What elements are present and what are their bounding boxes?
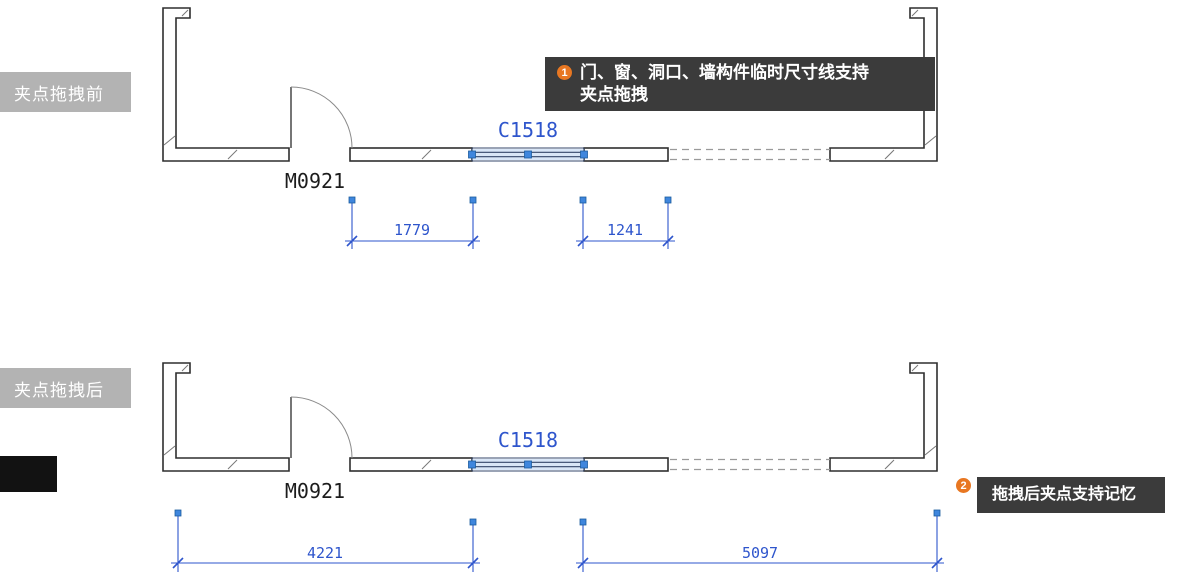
tick-mark xyxy=(346,235,358,247)
walls xyxy=(162,7,938,162)
break-mark xyxy=(227,459,238,470)
dim-value: 4221 xyxy=(307,544,343,562)
tick-mark xyxy=(467,235,479,247)
callout-2: 2 拖拽后夹点支持记忆 xyxy=(956,477,1165,513)
break-mark xyxy=(181,9,189,17)
floorplan-after: M0921 C1518 xyxy=(162,362,944,572)
window: C1518 xyxy=(468,118,588,162)
break-mark xyxy=(181,364,189,372)
window-grip[interactable] xyxy=(580,150,588,159)
dim-value: 5097 xyxy=(742,544,778,562)
door-swing-arc xyxy=(290,86,353,149)
dim-grip[interactable] xyxy=(664,196,672,204)
dim-grip[interactable] xyxy=(469,518,477,526)
dim-grip[interactable] xyxy=(469,196,477,204)
break-mark xyxy=(884,459,895,470)
tick-mark xyxy=(577,235,589,247)
wall-right xyxy=(829,7,938,162)
break-mark xyxy=(163,445,176,456)
dim-grip[interactable] xyxy=(348,196,356,204)
window-grip[interactable] xyxy=(580,460,588,469)
wall-right xyxy=(829,362,938,472)
wall-segment xyxy=(583,457,669,472)
door: M0921 xyxy=(285,86,353,193)
window-label: C1518 xyxy=(498,428,558,452)
wall-segment xyxy=(583,147,669,162)
door: M0921 xyxy=(285,396,353,503)
floorplan-before: M0921 C1518 xyxy=(162,7,938,249)
break-mark xyxy=(911,9,919,17)
label-after: 夹点拖拽后 xyxy=(0,368,131,408)
break-mark xyxy=(911,364,919,372)
window-grip[interactable] xyxy=(524,460,532,469)
window-grip[interactable] xyxy=(468,460,476,469)
label-before: 夹点拖拽前 xyxy=(0,72,131,112)
wall-left xyxy=(162,362,290,472)
dimensions: 4221 5097 xyxy=(171,509,944,572)
break-mark xyxy=(227,149,238,160)
wall-segment xyxy=(349,457,473,472)
door-label: M0921 xyxy=(285,479,345,503)
callout-2-number: 2 xyxy=(956,478,971,493)
window-grip[interactable] xyxy=(524,150,532,159)
dim-grip[interactable] xyxy=(933,509,941,517)
door-label: M0921 xyxy=(285,169,345,193)
tick-mark xyxy=(467,557,479,569)
dim-grip[interactable] xyxy=(579,196,587,204)
break-mark xyxy=(421,149,432,160)
dim-value: 1241 xyxy=(607,221,643,239)
callout-1: 1 门、窗、洞口、墙构件临时尺寸线支持夹点拖拽 xyxy=(545,57,935,111)
dimensions: 1779 1241 xyxy=(345,196,675,249)
callout-2-text: 拖拽后夹点支持记忆 xyxy=(992,486,1137,503)
break-mark xyxy=(924,135,937,146)
callout-1-number: 1 xyxy=(557,65,572,80)
window: C1518 xyxy=(468,428,588,472)
break-mark xyxy=(421,459,432,470)
wall-left xyxy=(162,7,290,162)
tick-mark xyxy=(662,235,674,247)
dim-value: 1779 xyxy=(394,221,430,239)
door-swing-arc xyxy=(290,396,353,459)
window-label: C1518 xyxy=(498,118,558,142)
dark-box xyxy=(0,456,57,492)
break-mark xyxy=(163,135,176,146)
break-mark xyxy=(924,445,937,456)
tick-mark xyxy=(577,557,589,569)
dim-grip[interactable] xyxy=(579,518,587,526)
window-grip[interactable] xyxy=(468,150,476,159)
wall-segment xyxy=(349,147,473,162)
break-mark xyxy=(884,149,895,160)
tick-mark xyxy=(172,557,184,569)
tick-mark xyxy=(931,557,943,569)
dim-grip[interactable] xyxy=(174,509,182,517)
callout-1-text: 门、窗、洞口、墙构件临时尺寸线支持夹点拖拽 xyxy=(580,63,869,104)
walls xyxy=(162,362,938,472)
